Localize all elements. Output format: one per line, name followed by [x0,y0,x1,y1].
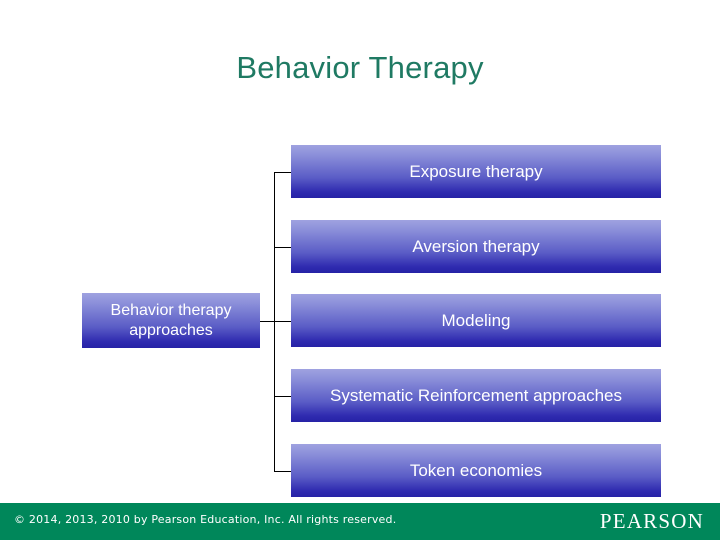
footer-bar [0,503,720,540]
connector-trunk-vertical [274,172,275,472]
diagram-node-label: Token economies [409,461,543,480]
diagram-node-root[interactable]: Behavior therapy approaches [82,293,260,348]
connector-branch-1 [274,172,292,173]
diagram-node-label: Modeling [441,311,511,330]
connector-branch-2 [274,247,292,248]
diagram-node-systematic-reinforcement-approaches[interactable]: Systematic Reinforcement approaches [291,369,661,422]
diagram-node-token-economies[interactable]: Token economies [291,444,661,497]
connector-root-stem [260,321,275,322]
diagram-node-label: Systematic Reinforcement approaches [330,386,622,405]
diagram-node-label: Exposure therapy [409,162,543,181]
diagram-node-exposure-therapy[interactable]: Exposure therapy [291,145,661,198]
connector-branch-4 [274,396,292,397]
connector-branch-3 [274,321,292,322]
diagram-node-label: Aversion therapy [412,237,540,256]
copyright-text: © 2014, 2013, 2010 by Pearson Education,… [14,513,397,526]
diagram-node-aversion-therapy[interactable]: Aversion therapy [291,220,661,273]
connector-branch-5 [274,471,292,472]
page-title: Behavior Therapy [236,50,484,85]
diagram-node-root-label: Behavior therapy approaches [110,301,232,339]
diagram-node-modeling[interactable]: Modeling [291,294,661,347]
pearson-logo: PEARSON [599,509,704,533]
